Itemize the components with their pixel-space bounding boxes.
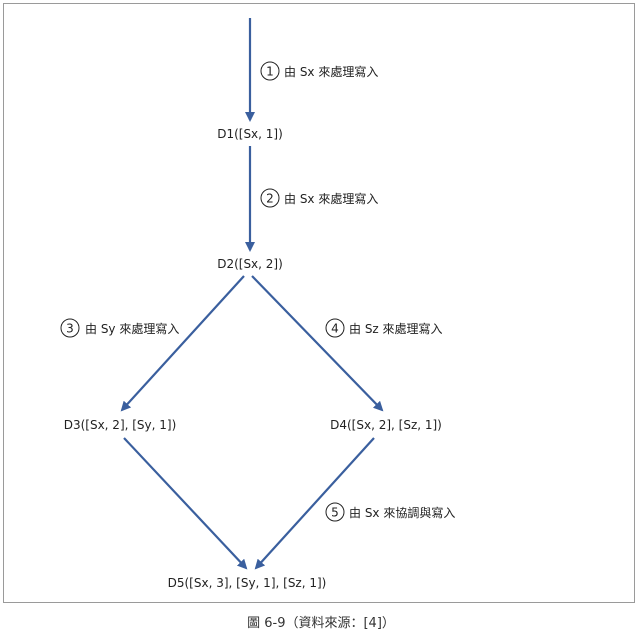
step-text: 由 Sx 來處理寫入	[284, 191, 378, 206]
step-number-circle	[260, 188, 280, 208]
arrow-d4-to-d5	[254, 437, 375, 570]
step-number-circle	[260, 61, 280, 81]
node-d5: D5([Sx, 3], [Sy, 1], [Sz, 1])	[168, 576, 327, 590]
step-number: 5	[331, 506, 339, 520]
diagram-frame	[3, 3, 635, 603]
node-d3: D3([Sx, 2], [Sy, 1])	[64, 418, 177, 432]
arrow-d2-to-d3	[120, 275, 245, 412]
step-number: 2	[266, 192, 274, 206]
step-text: 由 Sz 來處理寫入	[349, 321, 443, 336]
step-4-label: 4 由 Sz 來處理寫入	[325, 318, 443, 338]
step-number-circle	[60, 318, 80, 338]
arrow-d2-to-d4	[251, 275, 384, 412]
step-5-label: 5 由 Sx 來協調與寫入	[325, 502, 455, 522]
step-number-circle	[325, 318, 345, 338]
step-number: 1	[266, 65, 274, 79]
step-3-label: 3 由 Sy 來處理寫入	[60, 318, 179, 338]
step-2-label: 2 由 Sx 來處理寫入	[260, 188, 378, 208]
step-text: 由 Sx 來處理寫入	[284, 64, 378, 79]
node-d2: D2([Sx, 2])	[217, 257, 283, 271]
step-1-label: 1 由 Sx 來處理寫入	[260, 61, 378, 81]
step-number-circle	[325, 502, 345, 522]
node-d1: D1([Sx, 1])	[217, 127, 283, 141]
arrow-d3-to-d5	[123, 437, 248, 570]
step-text: 由 Sy 來處理寫入	[85, 321, 179, 336]
node-d4: D4([Sx, 2], [Sz, 1])	[330, 418, 442, 432]
figure-caption: 圖 6-9（資料來源：[4]）	[247, 616, 395, 631]
step-number: 3	[66, 322, 74, 336]
step-number: 4	[331, 322, 339, 336]
step-text: 由 Sx 來協調與寫入	[349, 505, 455, 520]
